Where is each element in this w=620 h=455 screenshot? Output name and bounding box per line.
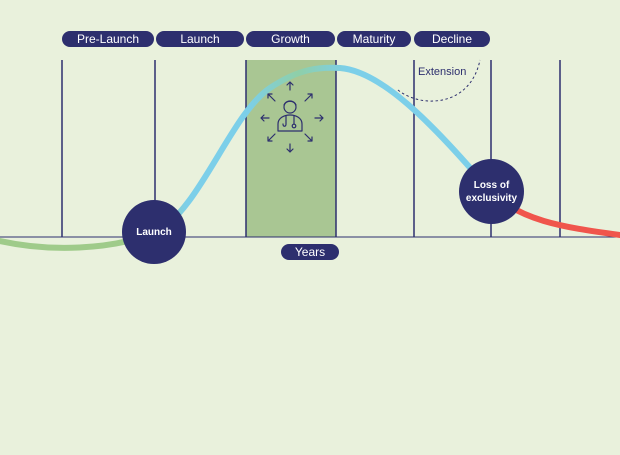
growth-phase-band <box>246 60 336 237</box>
phase-label-launch: Launch <box>156 31 244 47</box>
radiating-arrows-icon <box>260 81 324 153</box>
launch-milestone: Launch <box>122 200 186 264</box>
launch-milestone-label: Launch <box>136 226 172 238</box>
extension-label: Extension <box>418 66 467 78</box>
doctor-icon <box>277 100 303 132</box>
phase-label-decline: Decline <box>414 31 490 47</box>
phase-label-maturity: Maturity <box>337 31 411 47</box>
years-axis-label: Years <box>281 244 339 260</box>
loss-of-exclusivity-label: Loss of exclusivity <box>465 179 518 204</box>
phase-label-pre-launch: Pre-Launch <box>62 31 154 47</box>
loss-of-exclusivity-milestone: Loss of exclusivity <box>459 159 524 224</box>
phase-dividers <box>61 60 561 237</box>
phase-label-growth: Growth <box>246 31 335 47</box>
extension-dashed-curve <box>397 59 481 102</box>
